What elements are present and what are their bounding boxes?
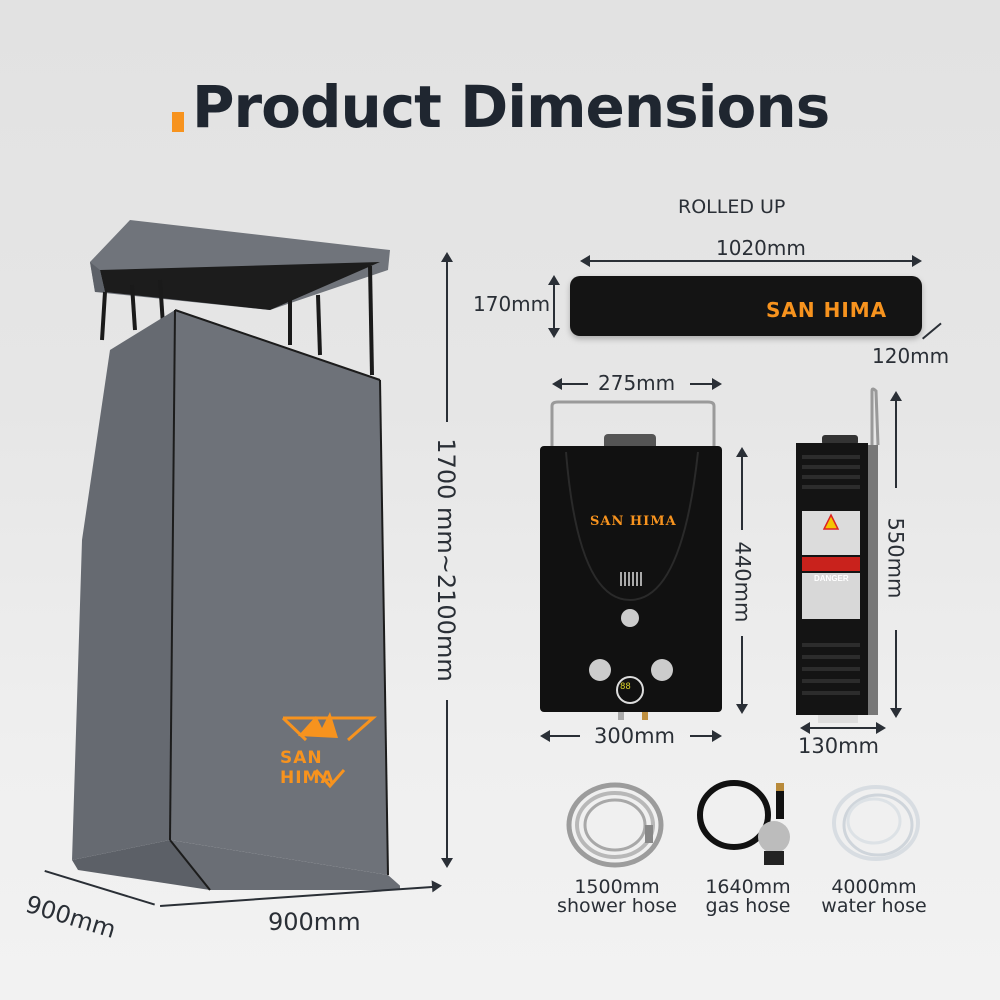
accessory-name: shower hose	[557, 895, 677, 917]
accessory-shower-hose: 1500mm shower hose	[552, 878, 682, 916]
tent-height-arrow-lower	[446, 700, 448, 860]
accessory-name: gas hose	[705, 895, 791, 917]
heater-top-arrow-right	[690, 383, 714, 385]
page-title-text: Product Dimensions	[192, 73, 830, 141]
rolled-depth-arrow	[922, 322, 942, 340]
arrow-up-icon	[548, 275, 560, 285]
accessory-water-hose: 4000mm water hose	[812, 878, 936, 916]
tent-width-label: 900mm	[268, 908, 361, 936]
accessory-length: 1640mm	[705, 876, 791, 898]
water-heater-front-illustration	[540, 400, 722, 720]
shower-hose-icon	[566, 782, 664, 868]
accessory-name: water hose	[821, 895, 927, 917]
arrow-right-icon	[712, 378, 722, 390]
rolled-depth-label: 120mm	[872, 344, 950, 368]
accessory-length: 4000mm	[831, 876, 917, 898]
heater-brand: SAN HIMA	[590, 514, 677, 529]
heater-display: 88	[620, 682, 631, 692]
rolled-up-heading: ROLLED UP	[678, 196, 786, 218]
tent-height-label: 1700 mm~2100mm	[432, 438, 460, 682]
arrow-left-icon	[540, 730, 550, 742]
rolled-height-label: 170mm	[473, 292, 551, 316]
heater-side: DANGER	[792, 385, 882, 725]
rolled-bag-brand: SAN HIMA	[766, 298, 888, 322]
shower-tent-illustration	[72, 220, 405, 891]
heater-front: SAN HIMA 88	[538, 400, 724, 722]
water-hose-icon	[832, 785, 920, 861]
arrow-left-icon	[580, 255, 590, 267]
rolled-length-arrow	[588, 260, 913, 262]
rolled-length-label: 1020mm	[716, 236, 806, 260]
heater-bottom-width-label: 300mm	[594, 724, 675, 748]
arrow-right-icon	[431, 879, 443, 893]
mountain-logo-icon	[281, 712, 377, 789]
side-width-label: 130mm	[798, 734, 879, 758]
side-width-arrow	[808, 727, 878, 729]
tent-logo: SAN HIMA	[278, 708, 378, 793]
side-height-label: 550mm	[883, 517, 908, 599]
arrow-right-icon	[712, 730, 722, 742]
side-height-arrow-upper	[895, 400, 897, 488]
side-height-arrow-lower	[895, 630, 897, 710]
rolled-bag	[570, 276, 922, 336]
heater-height-label: 440mm	[730, 541, 755, 623]
arrow-up-icon	[441, 252, 453, 262]
heater-top-width-label: 275mm	[598, 371, 676, 395]
tent-logo-text: SAN HIMA	[280, 748, 335, 788]
arrow-right-icon	[912, 255, 922, 267]
accessory-length: 1500mm	[574, 876, 660, 898]
rolled-height-arrow	[553, 283, 555, 329]
arrow-down-icon	[736, 704, 748, 714]
gas-hose-image	[694, 775, 804, 875]
heater-height-arrow-upper	[741, 456, 743, 530]
danger-label: DANGER	[814, 574, 849, 583]
arrow-right-icon	[876, 722, 886, 734]
arrow-down-icon	[890, 708, 902, 718]
accessory-gas-hose: 1640mm gas hose	[686, 878, 810, 916]
water-hose-image	[826, 775, 936, 875]
arrow-up-icon	[890, 391, 902, 401]
arrow-down-icon	[441, 858, 453, 868]
arrow-down-icon	[548, 328, 560, 338]
gas-hose-icon	[697, 780, 790, 865]
heater-top-arrow-left	[560, 383, 588, 385]
arrow-left-icon	[800, 722, 810, 734]
shower-hose-image	[563, 775, 673, 875]
tent-height-arrow	[446, 262, 448, 422]
arrow-left-icon	[552, 378, 562, 390]
heater-height-arrow-lower	[741, 636, 743, 706]
heater-bottom-arrow-left	[548, 735, 580, 737]
arrow-up-icon	[736, 447, 748, 457]
title-accent-mark	[172, 112, 184, 132]
shower-tent-image	[60, 200, 405, 900]
page-title: Product Dimensions	[172, 73, 830, 141]
heater-bottom-arrow-right	[690, 735, 714, 737]
water-heater-side-illustration	[796, 387, 880, 723]
